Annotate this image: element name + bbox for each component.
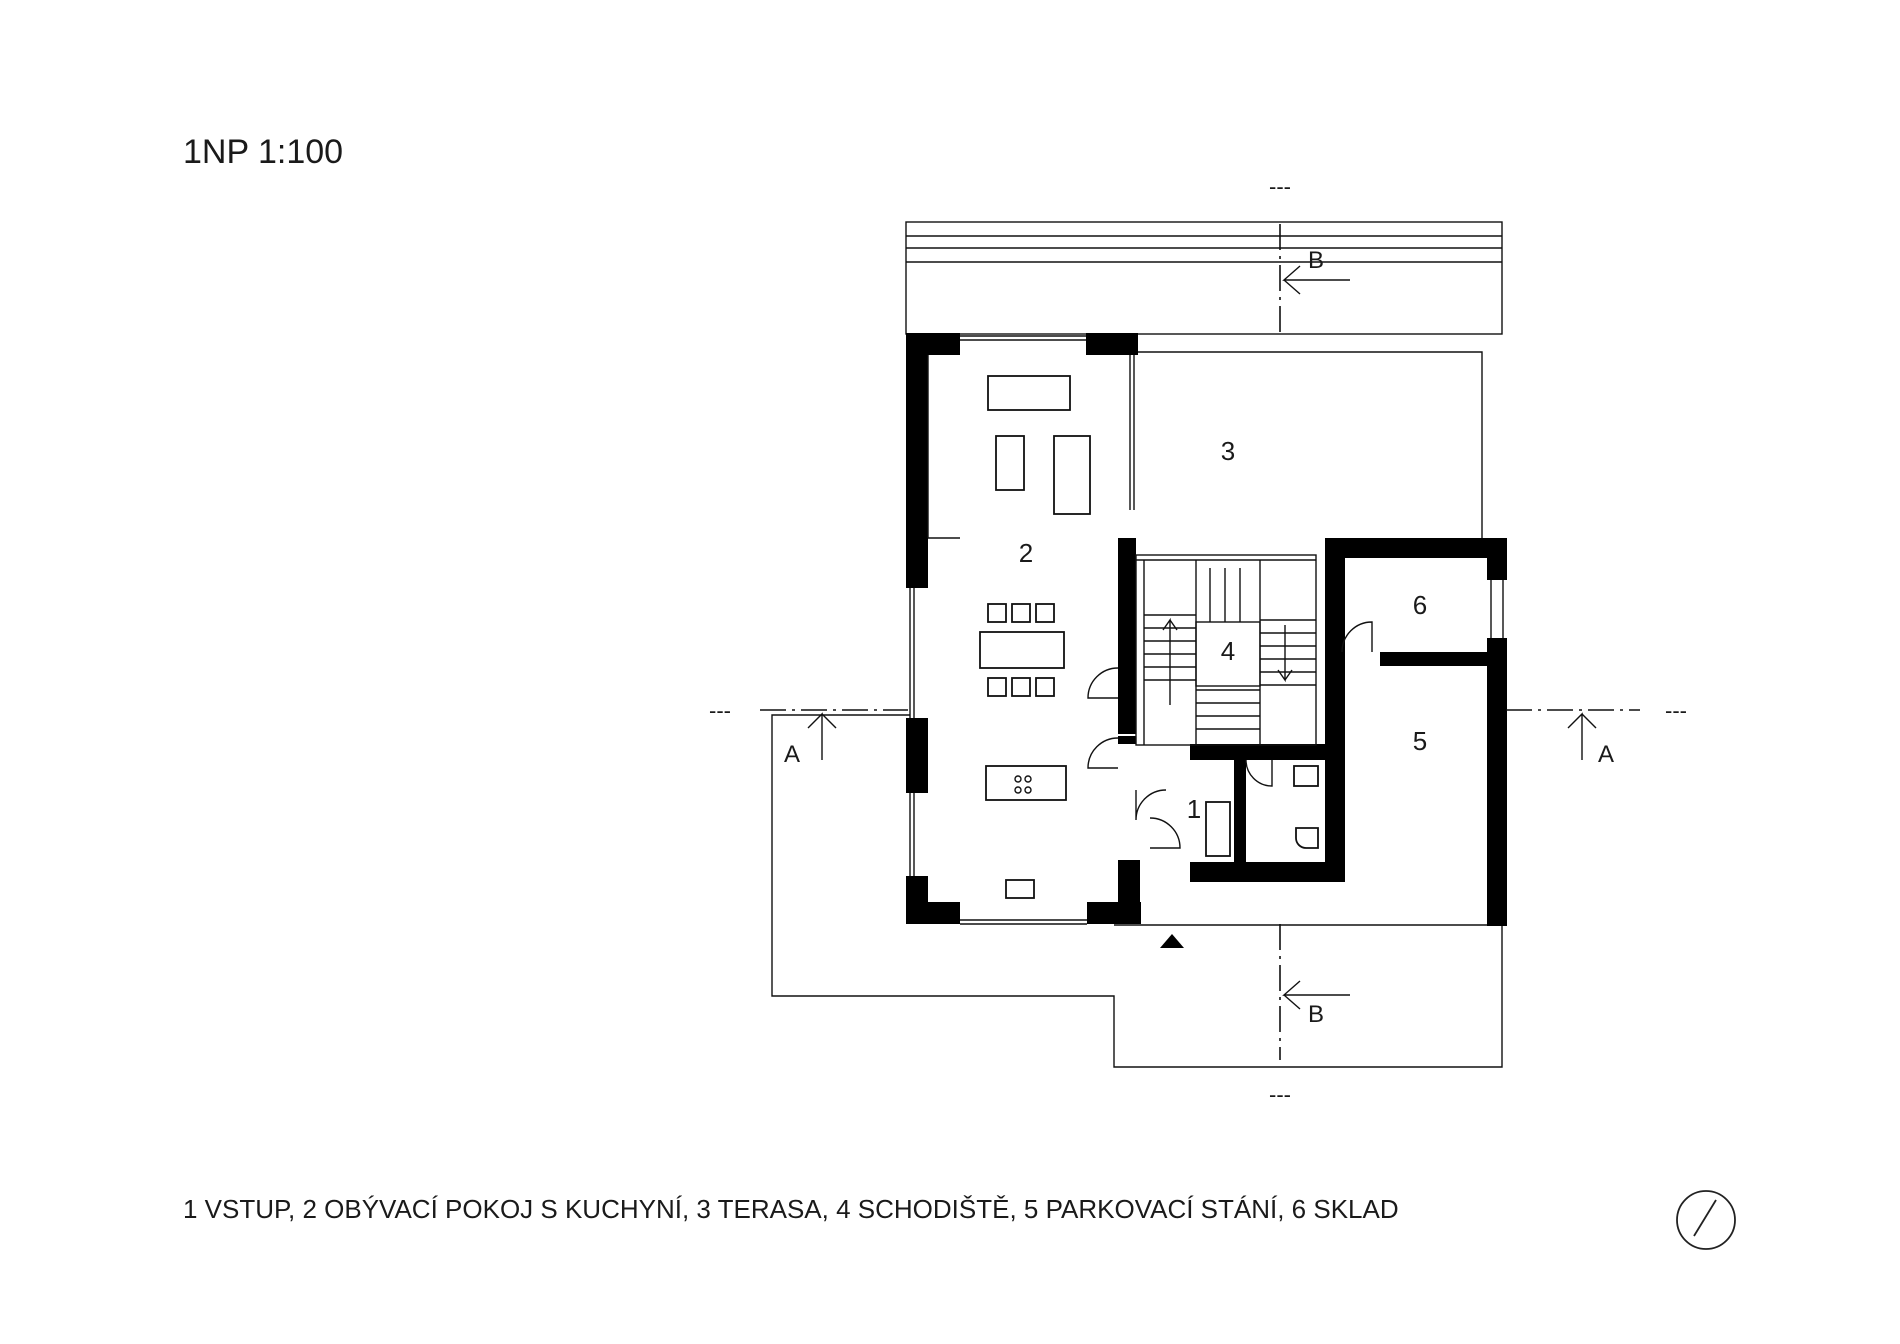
windows (909, 335, 1504, 925)
room-label-5: 5 (1413, 726, 1427, 756)
site-outline (771, 221, 1503, 1068)
entrance-triangle-icon (1160, 934, 1184, 948)
plan-title: 1NP 1:100 (183, 133, 343, 171)
room-label-2: 2 (1019, 538, 1033, 568)
room-legend: 1 VSTUP, 2 OBÝVACÍ POKOJ S KUCHYNÍ, 3 TE… (183, 1194, 1399, 1224)
room-label-1: 1 (1187, 794, 1201, 824)
room-label-6: 6 (1413, 590, 1427, 620)
room-label-4: 4 (1221, 636, 1235, 666)
section-b-label-top: B (1308, 247, 1324, 274)
section-end-mark-right: --- (1665, 698, 1687, 723)
section-end-mark-left: --- (709, 698, 731, 723)
walls (906, 333, 1507, 926)
north-arrow-icon (1676, 1190, 1736, 1250)
section-end-mark-bottom: --- (1269, 1082, 1291, 1107)
section-b-label-bottom: B (1308, 1001, 1324, 1028)
staircase (1135, 554, 1317, 746)
section-a-label-right: A (1598, 741, 1614, 768)
doors (1087, 621, 1373, 849)
section-a-label-left: A (784, 741, 800, 768)
furniture (979, 375, 1319, 899)
section-end-mark-top: --- (1269, 174, 1291, 199)
room-label-3: 3 (1221, 436, 1235, 466)
section-lines (760, 224, 1640, 1060)
